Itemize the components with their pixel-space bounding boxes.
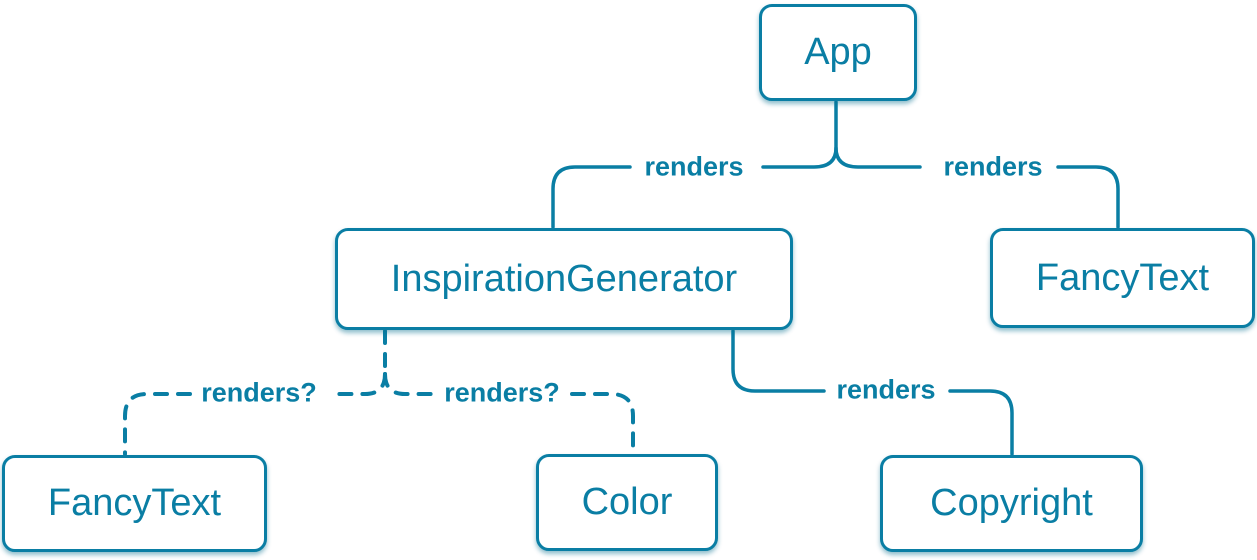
edge-label-app-to-fancy-text: renders bbox=[943, 151, 1043, 182]
edge-inspiration-generator-to-color bbox=[383, 372, 635, 454]
edge-app-to-fancy-text bbox=[834, 146, 1120, 229]
node-inspiration-generator: InspirationGenerator bbox=[335, 228, 793, 330]
node-copyright: Copyright bbox=[880, 455, 1143, 552]
edge-label-inspiration-generator-to-color: renders? bbox=[444, 377, 560, 408]
node-app: App bbox=[759, 4, 917, 101]
edge-label-inspiration-generator-to-fancy-text: renders? bbox=[201, 377, 317, 408]
node-color: Color bbox=[536, 454, 718, 551]
edge-label-app-to-inspiration-generator: renders bbox=[644, 151, 744, 182]
node-fancy-text-bottom: FancyText bbox=[2, 455, 267, 552]
edge-label-inspiration-generator-to-copyright: renders bbox=[836, 374, 936, 405]
node-fancy-text-top: FancyText bbox=[990, 228, 1255, 328]
edge-inspiration-generator-to-copyright bbox=[731, 329, 1014, 456]
